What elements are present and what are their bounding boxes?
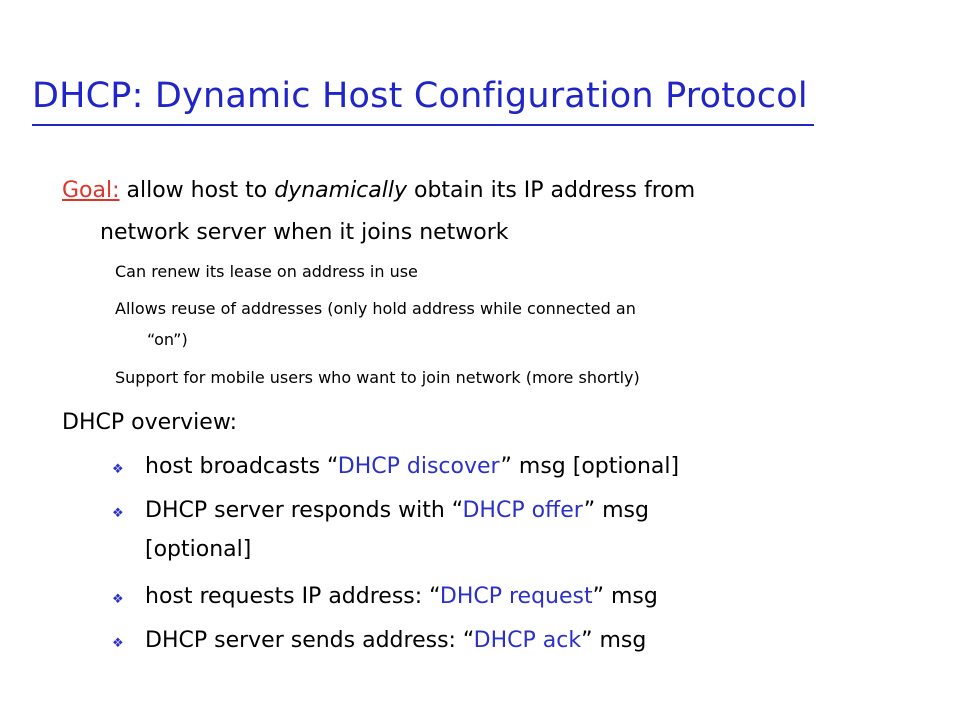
goal-continuation: network server when it joins network	[100, 220, 509, 245]
bullet-discover: host broadcasts “DHCP discover” msg [opt…	[145, 454, 679, 479]
bullet-text-before: DHCP server responds with “	[145, 498, 463, 523]
overview-heading: DHCP overview:	[62, 410, 238, 435]
bullet-text-before: DHCP server sends address: “	[145, 628, 474, 653]
bullet-highlight: DHCP ack	[473, 628, 582, 653]
bullet-text-after: ” msg	[581, 628, 647, 653]
sub-item-mobile: Support for mobile users who want to joi…	[115, 368, 640, 387]
bullet-text-after: ” msg	[592, 584, 658, 609]
slide-title: DHCP: Dynamic Host Configuration Protoco…	[32, 76, 808, 116]
goal-label: Goal:	[62, 178, 120, 203]
diamond-bullet-icon: ❖	[112, 506, 124, 521]
bullet-highlight: DHCP offer	[462, 498, 584, 523]
bullet-ack: DHCP server sends address: “DHCP ack” ms…	[145, 628, 646, 653]
diamond-bullet-icon: ❖	[112, 462, 124, 477]
bullet-text-after: ” msg [optional]	[500, 454, 680, 479]
bullet-text-before: host requests IP address: “	[145, 584, 440, 609]
bullet-text-after: ” msg	[583, 498, 649, 523]
sub-item-reuse: Allows reuse of addresses (only hold add…	[115, 299, 636, 318]
title-underline	[32, 124, 814, 126]
diamond-bullet-icon: ❖	[112, 592, 124, 607]
bullet-highlight: DHCP request	[439, 584, 593, 609]
bullet-request: host requests IP address: “DHCP request”…	[145, 584, 658, 609]
goal-text-after: obtain its IP address from	[407, 178, 696, 203]
bullet-text-before: host broadcasts “	[145, 454, 338, 479]
sub-item-renew: Can renew its lease on address in use	[115, 262, 418, 281]
goal-line: Goal: allow host to dynamically obtain i…	[62, 178, 695, 203]
goal-emphasis: dynamically	[274, 178, 408, 203]
diamond-bullet-icon: ❖	[112, 636, 124, 651]
goal-text-before: allow host to	[119, 178, 275, 203]
bullet-highlight: DHCP discover	[337, 454, 501, 479]
bullet-offer: DHCP server responds with “DHCP offer” m…	[145, 498, 649, 523]
bullet-offer-continuation: [optional]	[145, 537, 252, 562]
sub-item-reuse-continuation: “on”)	[147, 330, 188, 349]
